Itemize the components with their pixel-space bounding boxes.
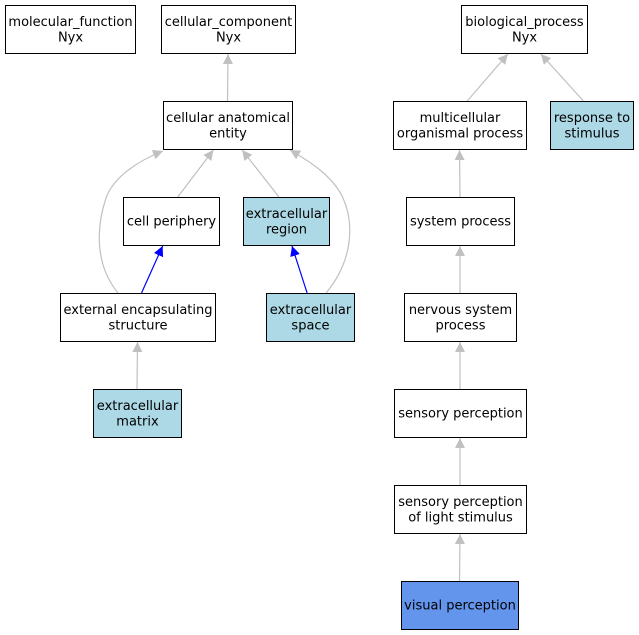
- node-label: extracellular: [97, 399, 179, 414]
- edge-extracellular-region-to-cellular-anatomical-entity: [241, 149, 280, 198]
- node-label: visual perception: [404, 599, 516, 614]
- node-label: entity: [209, 126, 247, 141]
- node-label: cellular_component: [165, 15, 293, 30]
- node-box: [266, 293, 355, 342]
- node-box: [401, 581, 519, 630]
- edge-extracellular-matrix-to-external-encapsulating-structure: [132, 341, 143, 390]
- node-sensory-perception[interactable]: sensory perception: [394, 389, 527, 438]
- node-box: [406, 197, 515, 246]
- node-box: [393, 101, 527, 150]
- node-box: [161, 5, 296, 54]
- node-label: extracellular: [270, 303, 352, 318]
- node-label: cellular anatomical: [166, 111, 290, 126]
- edge-system-process-to-multicellular-organismal-process: [454, 149, 465, 198]
- node-label: Nyx: [216, 30, 241, 45]
- node-box: [5, 5, 136, 54]
- node-box: [394, 485, 527, 534]
- node-label: region: [266, 222, 307, 237]
- node-box: [461, 5, 588, 54]
- node-label: organismal process: [397, 126, 523, 141]
- node-box: [394, 389, 527, 438]
- node-label: process: [436, 318, 486, 333]
- node-label: sensory perception: [398, 407, 523, 422]
- edges-layer: [98, 53, 584, 582]
- node-label: space: [291, 318, 329, 333]
- edge-external-encapsulating-structure-to-cellular-anatomical-entity: [98, 149, 164, 294]
- node-box: [123, 197, 220, 246]
- node-label: Nyx: [512, 30, 537, 45]
- node-visual-perception[interactable]: visual perception: [401, 581, 519, 630]
- edge-extracellular-space-to-extracellular-region: [290, 245, 308, 294]
- node-label: biological_process: [465, 15, 584, 30]
- node-box: [404, 293, 517, 342]
- node-label: molecular_function: [8, 15, 132, 30]
- node-label: multicellular: [420, 111, 501, 126]
- node-label: sensory perception: [398, 495, 523, 510]
- node-label: cell periphery: [127, 215, 217, 230]
- node-label: external encapsulating: [63, 303, 212, 318]
- edge-extracellular-space-to-cellular-anatomical-entity: [289, 149, 351, 294]
- node-label: response to: [554, 111, 630, 126]
- node-box: [60, 293, 216, 342]
- node-box: [163, 101, 293, 150]
- node-label: stimulus: [564, 126, 619, 141]
- node-label: matrix: [116, 414, 159, 429]
- node-box: [550, 101, 634, 150]
- edge-cell-periphery-to-cellular-anatomical-entity: [177, 149, 214, 198]
- node-label: nervous system: [409, 303, 512, 318]
- node-label: structure: [109, 318, 168, 333]
- edge-multicellular-organismal-process-to-biological-process: [466, 53, 509, 102]
- node-label: of light stimulus: [408, 510, 513, 525]
- node-label: Nyx: [58, 30, 83, 45]
- nodes-layer: molecular_functionNyxcellular_componentN…: [5, 5, 634, 630]
- node-label: extracellular: [246, 207, 328, 222]
- edge-external-encapsulating-structure-to-cell-periphery: [140, 245, 164, 294]
- node-system-process[interactable]: system process: [406, 197, 515, 246]
- edge-response-to-stimulus-to-biological-process: [540, 53, 584, 102]
- node-box: [243, 197, 330, 246]
- edge-cellular-anatomical-entity-to-cellular-component: [222, 53, 233, 102]
- edge-visual-perception-to-sensory-perception-of-light-stimulus: [454, 533, 465, 582]
- node-box: [93, 389, 182, 438]
- node-label: system process: [410, 215, 511, 230]
- node-cell-periphery[interactable]: cell periphery: [123, 197, 220, 246]
